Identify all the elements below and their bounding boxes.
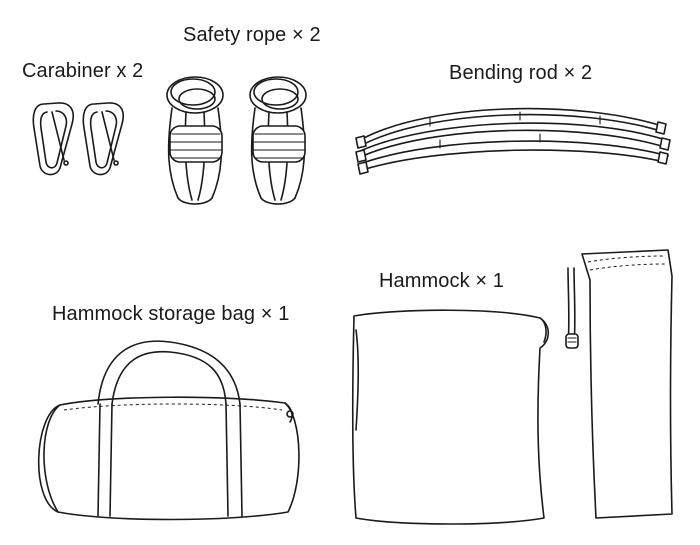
storage-bag-label: Hammock storage bag × 1: [52, 303, 290, 325]
safety-rope-right-icon: [249, 76, 307, 205]
safety-rope-label: Safety rope × 2: [183, 24, 321, 46]
carabiner-right-icon: [82, 102, 124, 176]
bending-rod-label: Bending rod × 2: [449, 62, 593, 84]
bending-rod-icon: [355, 107, 671, 175]
storage-bag-icon: [37, 340, 300, 521]
carabiner-label: Carabiner x 2: [22, 60, 144, 82]
carabiner-left-icon: [32, 102, 74, 176]
hammock-bundle-icon: [351, 309, 550, 525]
hammock-pouch-icon: [565, 249, 673, 519]
safety-rope-left-icon: [166, 76, 224, 205]
hammock-label: Hammock × 1: [379, 270, 505, 292]
